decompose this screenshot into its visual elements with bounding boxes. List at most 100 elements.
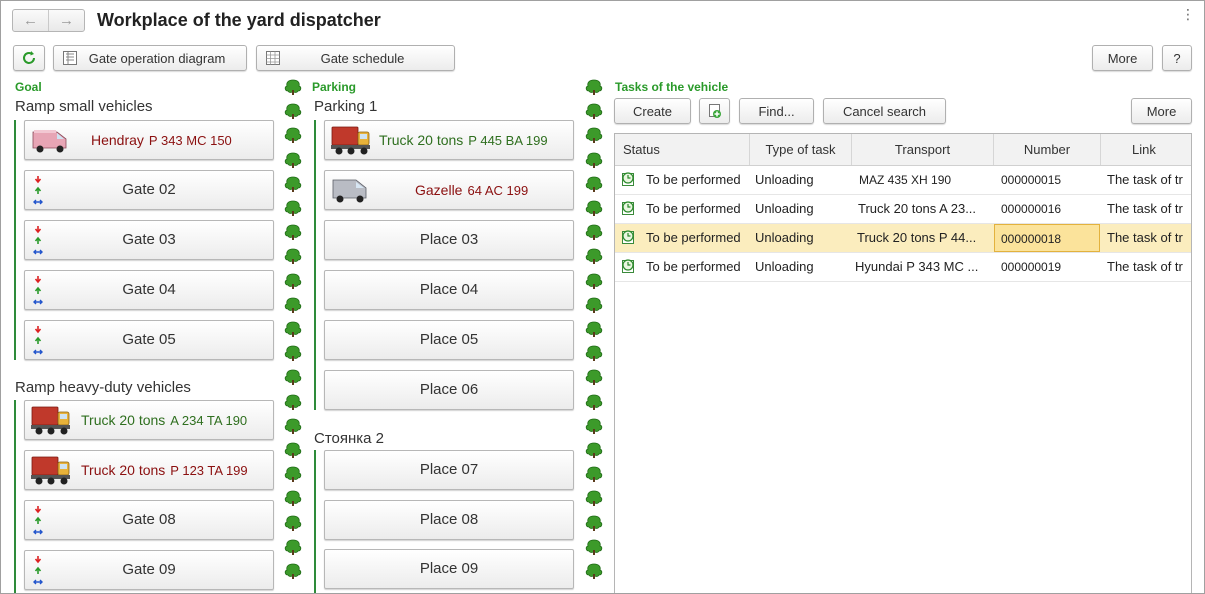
cell-number-focused[interactable]: 000000018	[994, 224, 1100, 252]
more-button-header[interactable]: More	[1092, 45, 1153, 71]
gate-schedule-label: Gate schedule	[320, 50, 405, 66]
tree-icon	[585, 345, 603, 361]
more-button-tasks[interactable]: More	[1131, 98, 1192, 124]
forward-arrow-icon[interactable]: →	[48, 10, 84, 31]
tile-label: Place 07	[419, 461, 479, 478]
col-header-transport[interactable]: Transport	[852, 134, 994, 165]
van-pink-icon	[32, 129, 67, 153]
tree-icon	[284, 79, 302, 95]
tile-gate-03[interactable]: Gate 03	[24, 220, 274, 260]
tile-label: Place 08	[419, 511, 479, 528]
cell-type: Unloading	[755, 172, 814, 187]
tree-icon	[284, 152, 302, 168]
tree-icon	[585, 394, 603, 410]
cell-number: 000000016	[1001, 202, 1062, 216]
tree-divider-right	[585, 79, 603, 593]
table-row[interactable]: To be performed Unloading MAZ 435 XH 190…	[615, 166, 1191, 195]
scheduled-task-icon	[621, 259, 635, 274]
tree-icon	[284, 394, 302, 410]
gate-diagram-button[interactable]: Gate operation diagram	[53, 45, 247, 71]
tile-place-08[interactable]: Place 08	[324, 500, 574, 540]
tile-label: Gate 05	[122, 331, 176, 348]
col-header-link[interactable]: Link	[1132, 142, 1156, 157]
cell-number: 000000015	[1001, 173, 1062, 187]
cell-transport: Hyundai P 343 MC ...	[855, 259, 979, 274]
table-row[interactable]: To be performed Unloading Truck 20 tons …	[615, 195, 1191, 224]
tile-place-04[interactable]: Place 04	[324, 270, 574, 310]
tile-gate-09[interactable]: Gate 09	[24, 550, 274, 590]
tree-icon	[284, 418, 302, 434]
tree-icon	[284, 466, 302, 482]
cell-status: To be performed	[646, 172, 741, 187]
cell-status: To be performed	[646, 230, 741, 245]
tree-icon	[585, 127, 603, 143]
tree-icon	[585, 152, 603, 168]
add-copy-icon	[708, 104, 721, 118]
cell-link: The task of tr	[1107, 201, 1183, 216]
tile-place-09[interactable]: Place 09	[324, 549, 574, 589]
tree-icon	[284, 224, 302, 240]
tasks-table: Status Type of task Transport Number Lin…	[614, 133, 1192, 593]
truck-red-icon	[31, 456, 71, 485]
tree-icon	[585, 297, 603, 313]
refresh-button[interactable]	[13, 45, 45, 71]
find-button[interactable]: Find...	[739, 98, 814, 124]
gate-diagram-label: Gate operation diagram	[88, 50, 226, 66]
tree-icon	[585, 418, 603, 434]
tree-icon	[284, 345, 302, 361]
tile-gate-05[interactable]: Gate 05	[24, 320, 274, 360]
col-header-status[interactable]: Status	[615, 134, 750, 165]
tile-place-07[interactable]: Place 07	[324, 450, 574, 490]
tasks-section-label: Tasks of the vehicle	[615, 80, 729, 94]
cell-link: The task of tr	[1107, 230, 1183, 245]
cell-type: Unloading	[755, 201, 814, 216]
col-header-number[interactable]: Number	[994, 134, 1101, 165]
tree-icon	[284, 442, 302, 458]
page-title: Workplace of the yard dispatcher	[97, 10, 381, 30]
tile-label: Place 04	[419, 281, 479, 298]
cell-link: The task of tr	[1107, 172, 1183, 187]
cell-transport: Truck 20 tons A 23...	[858, 201, 977, 216]
group-title-parking-1: Parking 1	[314, 98, 378, 115]
tree-icon	[585, 79, 603, 95]
tile-gate-02[interactable]: Gate 02	[24, 170, 274, 210]
help-button[interactable]: ?	[1162, 45, 1192, 71]
back-arrow-icon[interactable]: ←	[23, 12, 38, 29]
table-row-selected[interactable]: To be performed Unloading Truck 20 tons …	[615, 224, 1191, 253]
tile-label: Gate 09	[122, 561, 176, 578]
col-header-type[interactable]: Type of task	[750, 134, 852, 165]
tile-gate-08[interactable]: Gate 08	[24, 500, 274, 540]
cell-type: Unloading	[755, 230, 814, 245]
create-button[interactable]: Create	[614, 98, 691, 124]
tile-place-06[interactable]: Place 06	[324, 370, 574, 410]
tree-icon	[284, 176, 302, 192]
copy-button[interactable]	[699, 98, 730, 124]
table-header: Status Type of task Transport Number Lin…	[615, 134, 1191, 166]
tree-icon	[585, 176, 603, 192]
kebab-menu-icon[interactable]: ⋮	[1181, 6, 1195, 22]
gate-schedule-button[interactable]: Gate schedule	[256, 45, 455, 71]
scheduled-task-icon	[621, 172, 635, 187]
cancel-search-button[interactable]: Cancel search	[823, 98, 946, 124]
tile-gate-04[interactable]: Gate 04	[24, 270, 274, 310]
tile-label: Gate 02	[122, 181, 176, 198]
tile-place-05[interactable]: Place 05	[324, 320, 574, 360]
table-row[interactable]: To be performed Unloading Hyundai P 343 …	[615, 253, 1191, 282]
parking-section-label: Parking	[312, 80, 357, 94]
tree-icon	[585, 369, 603, 385]
cell-type: Unloading	[755, 259, 814, 274]
tile-label: Place 05	[419, 331, 479, 348]
tile-label: Place 06	[419, 381, 479, 398]
tree-icon	[585, 442, 603, 458]
tree-icon	[585, 539, 603, 555]
tile-place-03[interactable]: Place 03	[324, 220, 574, 260]
